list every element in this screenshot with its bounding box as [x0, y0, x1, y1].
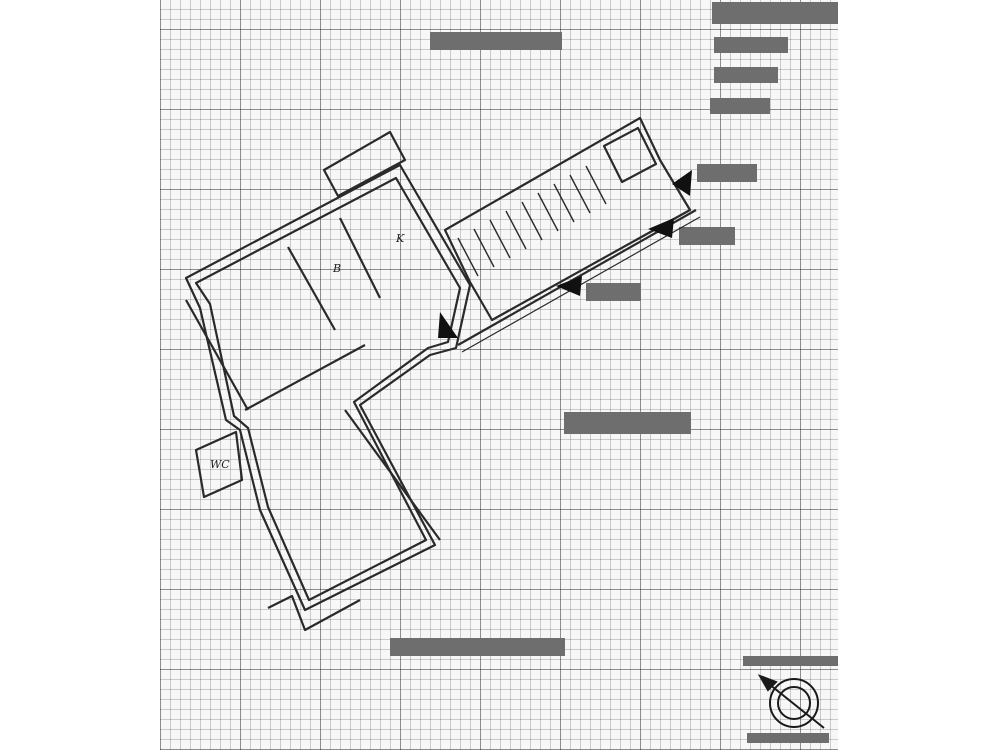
balcony-rail	[457, 209, 697, 346]
graph-paper-sheet	[160, 0, 838, 750]
partition-3	[244, 344, 366, 411]
outer-wall	[184, 163, 472, 612]
north-arrow-icon	[757, 674, 825, 729]
entrance-notch	[267, 594, 361, 632]
triangle-pointer-icon	[556, 276, 582, 296]
redacted-label-mid-right	[679, 227, 735, 245]
wc-niche	[194, 430, 244, 499]
redacted-header-3	[714, 67, 778, 83]
triangle-pointer-icon	[648, 218, 674, 238]
partition-2	[339, 217, 381, 299]
section-markers	[438, 170, 692, 338]
redacted-label-top-right	[697, 164, 757, 182]
redacted-north-label-bottom	[747, 733, 829, 743]
lift-shaft	[602, 126, 658, 184]
stair-treads	[457, 165, 607, 277]
redacted-title	[430, 32, 562, 50]
redacted-header-4	[710, 98, 770, 114]
redacted-header-1	[712, 2, 838, 24]
partition-1	[287, 246, 336, 331]
room-label-b: B	[333, 262, 342, 275]
partition-4	[344, 409, 441, 541]
outer-wall-inner	[194, 176, 462, 602]
room-label-wc: WC	[210, 458, 230, 471]
triangle-pointer-icon	[438, 312, 458, 338]
triangle-pointer-icon	[672, 170, 692, 196]
redacted-header-2	[714, 37, 788, 53]
redacted-footer-label	[390, 638, 565, 656]
balcony-box	[322, 130, 407, 198]
redacted-label-balcony	[586, 283, 641, 301]
redacted-center-label	[564, 412, 691, 434]
staircase	[443, 116, 692, 322]
redacted-north-label-top	[743, 656, 838, 666]
room-label-k: K	[396, 232, 405, 245]
partition-5	[185, 299, 249, 411]
